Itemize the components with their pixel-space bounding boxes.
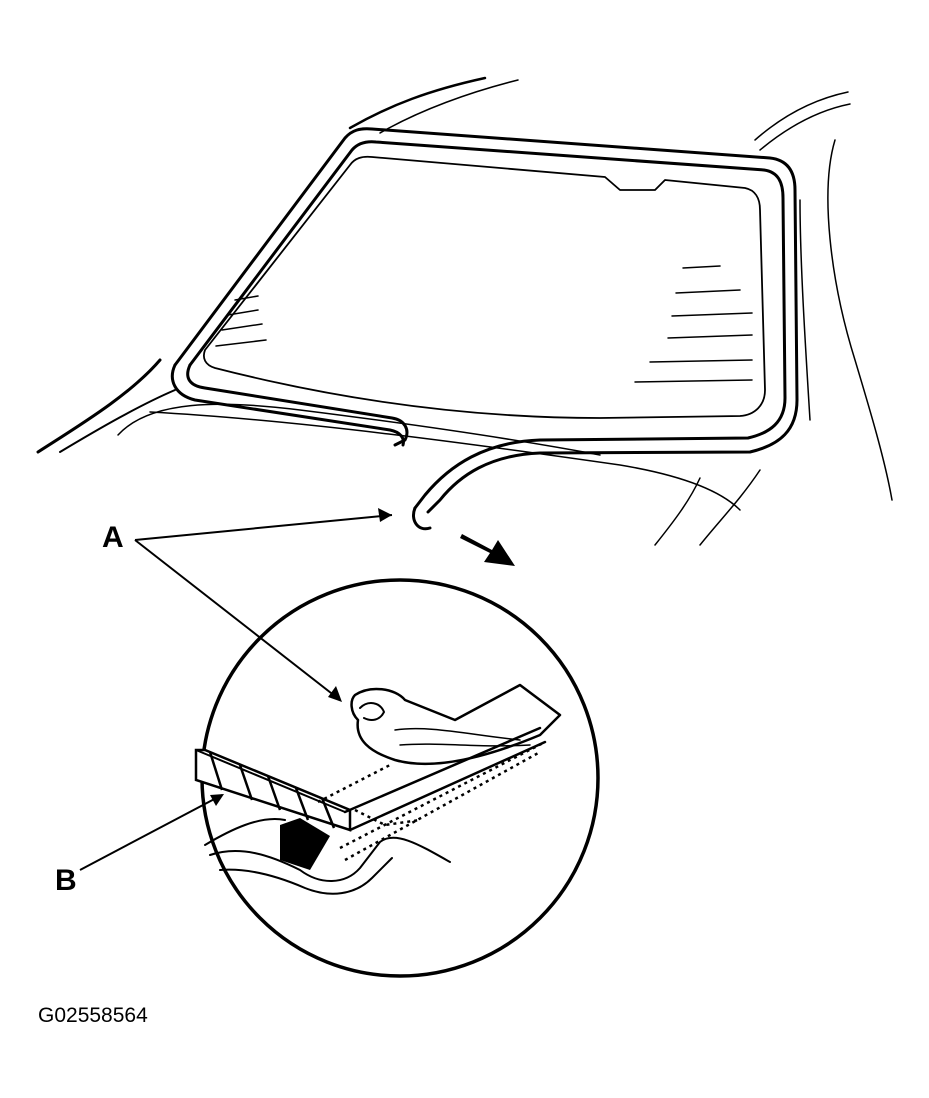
callout-label-b: B [55, 864, 77, 897]
leader-lines [79, 508, 393, 871]
windshield-molding [170, 127, 799, 531]
detail-magnifier [194, 578, 600, 978]
callout-label-a: A [102, 521, 124, 554]
pull-direction-arrow [460, 534, 515, 566]
figure-id: G02558564 [38, 1004, 148, 1027]
glass-hatching [208, 751, 336, 829]
